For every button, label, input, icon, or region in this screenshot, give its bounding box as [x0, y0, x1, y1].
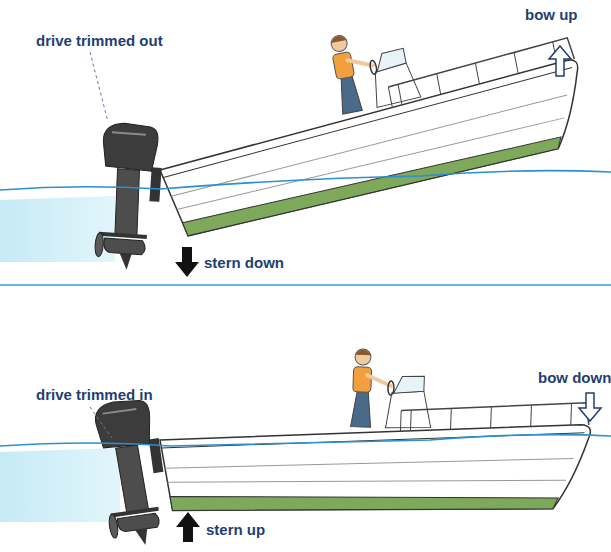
boat-body — [141, 0, 595, 239]
water-surface — [0, 171, 611, 190]
up-arrow — [176, 512, 200, 542]
annotation-label: bow up — [525, 6, 578, 24]
annotation-label: drive trimmed out — [36, 32, 163, 50]
outboard-motor — [92, 396, 173, 549]
down-arrow — [175, 247, 199, 277]
annotation-label: stern up — [206, 521, 265, 539]
prop-wake — [0, 448, 120, 522]
leader-line — [90, 52, 108, 122]
outboard-motor — [94, 122, 165, 272]
water-surface — [0, 435, 611, 446]
annotation-label: stern down — [204, 254, 284, 272]
down-arrow — [579, 393, 601, 421]
up-arrow — [549, 46, 571, 76]
boat-body — [158, 342, 593, 525]
annotation-label: bow down — [538, 369, 611, 387]
leader-line — [90, 407, 112, 438]
annotation-label: drive trimmed in — [36, 386, 153, 404]
panel-divider — [0, 284, 611, 286]
